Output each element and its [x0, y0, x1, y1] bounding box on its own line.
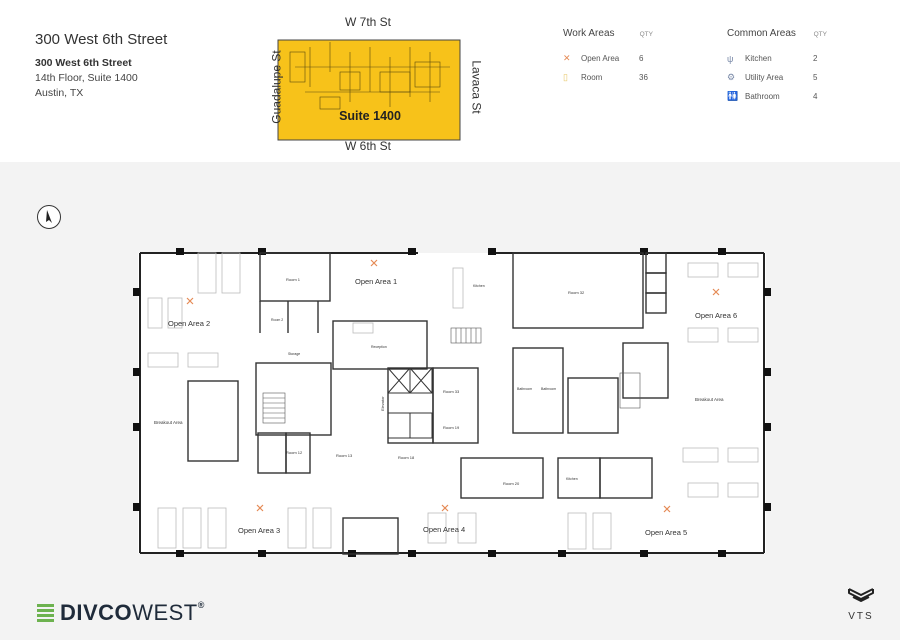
- legend-work-areas: Work Areas QTY ✕ Open Area 6 ▯ Room 36: [563, 28, 653, 87]
- brand-bold: DIVCO: [60, 600, 133, 625]
- label-open-area-6: Open Area 6: [695, 311, 737, 320]
- header: 300 West 6th Street 300 West 6th Street …: [0, 0, 900, 162]
- legend-item: ▯ Room 36: [563, 72, 648, 82]
- legend-item: ψ Kitchen 2: [727, 53, 818, 64]
- label-breakout-right: Breakout Area: [695, 397, 724, 402]
- label-open-area-3: Open Area 3: [238, 526, 280, 535]
- address-name: 300 West 6th Street: [35, 57, 132, 69]
- label-bathroom-b: Bathroom: [541, 387, 556, 391]
- brand-registered: ®: [197, 600, 205, 610]
- utility-icon: ⚙: [727, 72, 736, 82]
- open-area-icon: ✕: [563, 53, 571, 63]
- open-area-icon: [186, 259, 720, 513]
- label-kitchen-top: Kitchen: [473, 284, 485, 288]
- street-north: W 7th St: [345, 15, 392, 29]
- street-south: W 6th St: [345, 139, 392, 153]
- bathroom-icon: 🚻: [727, 91, 739, 101]
- label-reception: Reception: [371, 345, 387, 349]
- label-room-32: Room 32: [568, 290, 585, 295]
- legend-work-qty-header: QTY: [639, 31, 653, 38]
- label-open-area-5: Open Area 5: [645, 528, 687, 537]
- minimap-walls: [289, 42, 450, 110]
- label-open-area-4: Open Area 4: [423, 525, 465, 534]
- vts-mark-icon: [848, 588, 874, 602]
- label-room-18: Room 18: [398, 455, 415, 460]
- label-room-1: Room 1: [286, 277, 301, 282]
- building-minimap: Suite 1400: [277, 39, 461, 141]
- label-room-13: Room 13: [336, 453, 353, 458]
- suite-highlight: [277, 39, 461, 141]
- page-title: 300 West 6th Street: [35, 31, 168, 48]
- floor-plan: Open Area 1 Open Area 2 Open Area 3 Open…: [133, 248, 771, 557]
- street-west: Guadalupe St: [269, 50, 284, 124]
- compass-icon: [37, 205, 61, 229]
- label-breakout-left: Breakout Area: [154, 420, 183, 425]
- legend-common-qty-header: QTY: [813, 31, 827, 38]
- label-room-2: Room 2: [271, 318, 283, 322]
- vts-text: VTS: [848, 611, 874, 622]
- interior-walls: [187, 252, 669, 555]
- label-kitchen-bottom: Kitchen: [566, 477, 578, 481]
- street-east: Lavaca St: [469, 60, 484, 114]
- label-open-area-1: Open Area 1: [355, 277, 397, 286]
- divcowest-logo: DIVCOWEST®: [37, 600, 205, 626]
- label-room-19: Room 19: [443, 425, 460, 430]
- legend-item: 🚻 Bathroom 4: [727, 91, 818, 101]
- room-icon: ▯: [563, 72, 568, 82]
- logo-mark-icon: [37, 604, 54, 622]
- legend-common-areas: Common Areas QTY ψ Kitchen 2 ⚙ Utility A…: [727, 28, 827, 106]
- suite-label: Suite 1400: [339, 109, 401, 123]
- label-open-area-2: Open Area 2: [168, 319, 210, 328]
- legend-item: ✕ Open Area 6: [563, 53, 644, 63]
- legend-item: ⚙ Utility Area 5: [727, 72, 818, 82]
- address-line-1: 14th Floor, Suite 1400: [35, 72, 138, 84]
- label-room-33: Room 33: [443, 389, 460, 394]
- address-line-2: Austin, TX: [35, 87, 84, 99]
- stairs: [262, 327, 641, 424]
- label-bathroom-a: Bathroom: [517, 387, 532, 391]
- label-storage: Storage: [288, 352, 300, 356]
- elevators: [387, 367, 433, 439]
- legend-common-title: Common Areas: [727, 28, 796, 39]
- furniture: [147, 252, 759, 550]
- columns: [133, 248, 771, 557]
- kitchen-icon: ψ: [727, 53, 734, 64]
- compass-needle: [46, 210, 52, 223]
- legend-work-title: Work Areas: [563, 28, 615, 39]
- vts-logo: VTS: [846, 586, 876, 622]
- label-room-20: Room 20: [503, 481, 520, 486]
- label-room-12: Room 12: [286, 450, 303, 455]
- label-elevator: Elevator: [380, 396, 385, 411]
- brand-light: WEST: [132, 600, 198, 625]
